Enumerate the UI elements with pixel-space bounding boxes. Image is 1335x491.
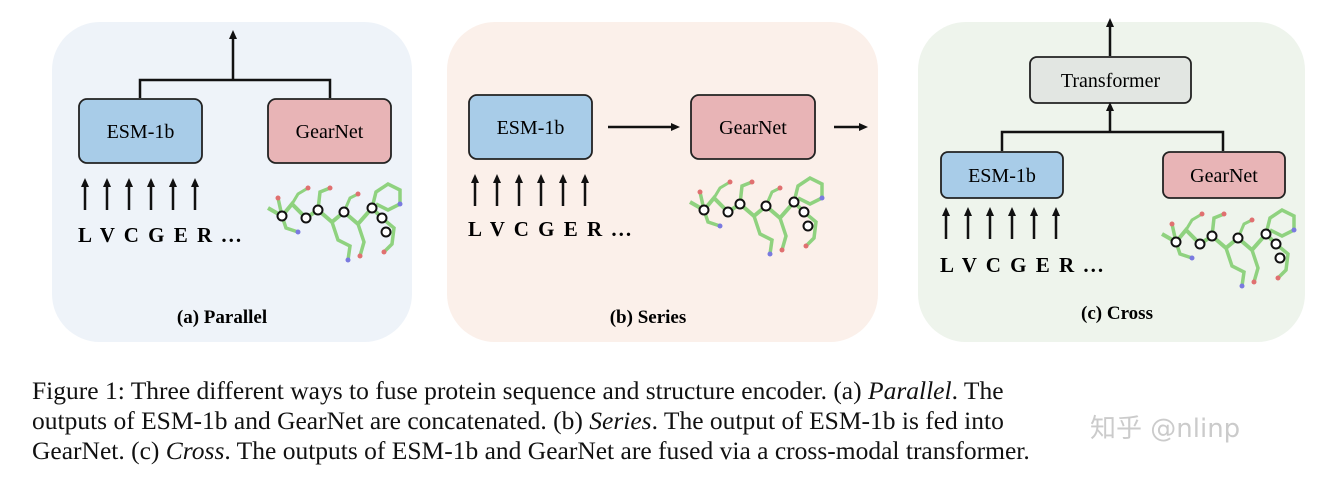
caption-text: . The output of ESM-1b is fed into [651,406,1004,435]
sequence-text: L V C G E R ... [468,217,633,241]
panel-title: (b) Series [610,307,687,328]
gearnet-label: GearNet [1190,165,1258,187]
panel-series: ESM-1b GearNet L V C G E R ... (b) Serie… [447,22,878,342]
panel-parallel: ESM-1b GearNet L V C G E R ... (a) Paral… [52,22,412,342]
fusion-diagram: ESM-1b GearNet L V C G E R ... (a) Paral… [52,18,1305,342]
caption-line-2: outputs of ESM-1b and GearNet are concat… [32,406,1312,436]
panel-title: (a) Parallel [177,307,267,328]
esm-box [468,94,593,160]
caption-emphasis: Series [589,406,652,435]
transformer-label: Transformer [1061,70,1161,92]
esm-label: ESM-1b [968,165,1036,187]
esm-label: ESM-1b [107,121,175,143]
caption-emphasis: Cross [165,436,225,465]
sequence-text: L V C G E R ... [78,223,243,247]
caption-emphasis: Parallel [868,376,952,405]
gearnet-box [690,94,816,160]
panel-c-background [918,22,1305,342]
gearnet-label: GearNet [296,121,364,143]
panel-b-background [447,22,878,342]
caption-line-3: GearNet. (c) Cross. The outputs of ESM-1… [32,436,1312,466]
esm-label: ESM-1b [497,117,565,139]
esm-box [78,98,203,164]
caption-text: Figure 1: Three different ways to fuse p… [32,376,868,405]
figure-caption: Figure 1: Three different ways to fuse p… [32,376,1312,466]
esm-box [940,151,1064,199]
gearnet-label: GearNet [719,117,787,139]
caption-text: GearNet. (c) [32,436,166,465]
panel-cross: Transformer ESM-1b GearNet L V C G E R .… [918,18,1305,342]
watermark: 知乎 @nlinp [1090,414,1241,444]
caption-text: . The [951,376,1004,405]
caption-text: . The outputs of ESM-1b and GearNet are … [224,436,1030,465]
caption-line-1: Figure 1: Three different ways to fuse p… [32,376,1312,406]
panel-title: (c) Cross [1081,303,1153,324]
gearnet-box [1162,151,1286,199]
gearnet-box [267,98,392,164]
sequence-text: L V C G E R ... [940,253,1105,277]
caption-text: outputs of ESM-1b and GearNet are concat… [32,406,590,435]
